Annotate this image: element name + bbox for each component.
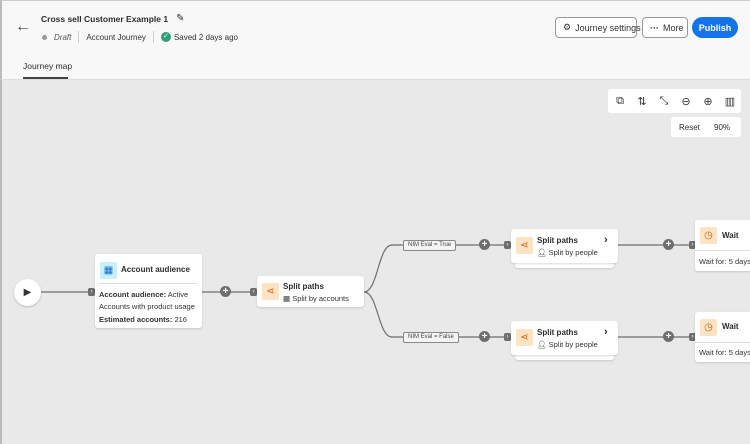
- gears-icon: ⚙: [563, 22, 572, 32]
- node-title: Wait: [722, 322, 739, 331]
- divider: [695, 250, 750, 251]
- expand-chevron-icon[interactable]: ›: [604, 234, 608, 246]
- node-title: Split paths: [537, 236, 578, 245]
- add-node-icon[interactable]: ⧉: [616, 94, 624, 107]
- split-icon: ⋖: [262, 283, 279, 300]
- add-step-button[interactable]: +: [479, 239, 490, 250]
- clock-icon: ◷: [700, 227, 717, 244]
- canvas-toolbar: ⧉ ⇅ ⤡ ⊖ ⊕ ▥: [608, 89, 741, 113]
- node-title: Account audience: [121, 265, 190, 274]
- zoom-level: 90%: [714, 123, 731, 132]
- clock-icon: ◷: [700, 319, 717, 336]
- node-title: Wait: [722, 231, 739, 240]
- connector-chevron-icon: ›: [88, 288, 95, 296]
- connector-chevron-icon: ›: [504, 241, 511, 249]
- split-icon: ⋖: [516, 237, 533, 254]
- node-title: Split paths: [537, 328, 578, 337]
- stack-shadow: [515, 262, 614, 268]
- ellipsis-icon: ···: [650, 22, 659, 33]
- node-subtitle: Split by accounts: [292, 294, 349, 303]
- audience-value: Active: [167, 290, 189, 299]
- path-label-true[interactable]: NIM Eval = True: [403, 240, 457, 251]
- split-paths-people-node-top[interactable]: ⋖ Split paths 👤︎ Split by people ›: [511, 229, 618, 263]
- node-title: Split paths: [283, 282, 324, 291]
- wait-node-top[interactable]: ◷ Wait Wait for: 5 days: [695, 220, 750, 271]
- split-paths-people-node-bottom[interactable]: ⋖ Split paths 👤︎ Split by people ›: [511, 321, 618, 355]
- estimate-label: Estimated accounts:: [99, 315, 173, 324]
- edit-pencil-icon[interactable]: ✎: [176, 13, 185, 24]
- tab-journey-map[interactable]: Journey map: [23, 61, 73, 71]
- connector-chevron-icon: ›: [689, 333, 696, 341]
- add-step-button[interactable]: +: [663, 239, 674, 250]
- reset-button[interactable]: Reset: [679, 123, 700, 132]
- tab-underline: [23, 77, 68, 79]
- journey-settings-button[interactable]: ⚙Journey settings: [555, 17, 641, 38]
- connector-chevron-icon: ›: [250, 288, 257, 296]
- expand-chevron-icon[interactable]: ›: [604, 326, 608, 338]
- status-row: Draft Account Journey ✓ Saved 2 days ago: [42, 31, 238, 43]
- connector-chevron-icon: ›: [504, 333, 511, 341]
- more-label: More: [663, 22, 684, 33]
- journey-type: Account Journey: [86, 32, 146, 42]
- audience-value-line2: Accounts with product usage: [99, 302, 195, 311]
- split-paths-accounts-node[interactable]: ⋖ Split paths ▦ Split by accounts: [257, 276, 364, 307]
- add-step-button[interactable]: +: [220, 286, 231, 297]
- split-icon: ⋖: [516, 329, 533, 346]
- journey-header: ← Cross sell Customer Example 1 ✎ Draft …: [0, 0, 750, 80]
- publish-button[interactable]: Publish: [692, 17, 738, 38]
- node-subtitle: Wait for: 5 days: [699, 257, 750, 266]
- collapse-icon[interactable]: ⤡: [659, 94, 669, 107]
- journey-settings-label: Journey settings: [575, 22, 641, 33]
- start-play-icon[interactable]: ▶: [14, 279, 41, 306]
- building-icon: ▦: [100, 262, 117, 279]
- divider: [152, 31, 154, 43]
- zoom-in-icon[interactable]: ⊕: [703, 95, 713, 108]
- divider: [695, 342, 750, 343]
- zoom-control: Reset 90%: [671, 117, 741, 137]
- status-badge: Draft: [54, 32, 72, 42]
- node-subtitle: Split by people: [548, 340, 598, 349]
- saved-status: Saved 2 days ago: [173, 32, 238, 42]
- status-dot-icon: [42, 34, 47, 40]
- person-icon: 👤︎: [537, 340, 547, 349]
- add-step-button[interactable]: +: [663, 331, 674, 342]
- map-icon[interactable]: ▥: [724, 95, 736, 108]
- add-step-button[interactable]: +: [479, 331, 490, 342]
- divider: [78, 31, 80, 43]
- person-icon: 👤︎: [537, 248, 547, 257]
- stack-shadow: [515, 354, 614, 360]
- swap-icon[interactable]: ⇅: [637, 95, 647, 108]
- accounts-icon: ▦: [283, 294, 291, 303]
- node-subtitle: Wait for: 5 days: [699, 348, 750, 357]
- zoom-out-icon[interactable]: ⊖: [681, 95, 691, 108]
- journey-title: Cross sell Customer Example 1: [41, 13, 169, 24]
- wait-node-bottom[interactable]: ◷ Wait Wait for: 5 days: [695, 312, 750, 362]
- canvas-border: [0, 80, 2, 444]
- more-button[interactable]: ··· More: [642, 17, 688, 38]
- account-audience-node[interactable]: ▦ Account audience Account audience: Act…: [95, 254, 202, 328]
- estimate-value: 216: [174, 315, 187, 324]
- check-circle-icon: ✓: [160, 32, 171, 42]
- path-label-false[interactable]: NIM Eval = False: [403, 332, 459, 343]
- audience-label: Account audience:: [99, 290, 167, 299]
- connector-chevron-icon: ›: [689, 241, 696, 249]
- back-arrow-icon[interactable]: ←: [15, 18, 31, 35]
- divider: [99, 283, 197, 284]
- node-subtitle: Split by people: [548, 248, 598, 257]
- title-row: Cross sell Customer Example 1 ✎: [41, 13, 184, 24]
